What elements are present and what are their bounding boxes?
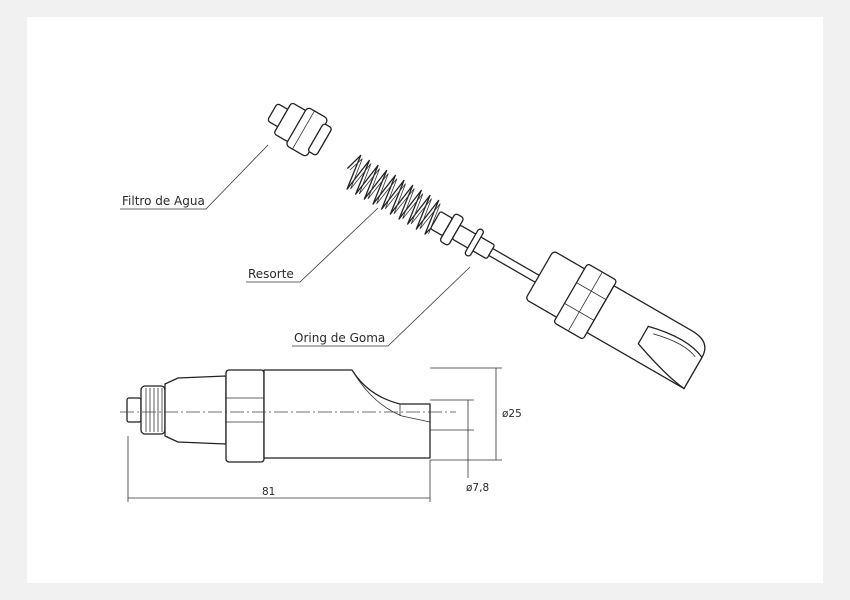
- label-oring-de-goma: Oring de Goma: [294, 331, 385, 345]
- spring-part: [346, 154, 441, 235]
- knurling: [145, 388, 163, 432]
- water-filter-part: [267, 102, 332, 157]
- spring-leader: [246, 207, 379, 283]
- label-resorte: Resorte: [248, 267, 294, 281]
- dim-length: 81: [262, 486, 275, 498]
- assembled-side-view: 81 ø25 ø7,8: [120, 367, 522, 502]
- knurled-ring: [140, 385, 166, 435]
- leader-lines: [120, 144, 471, 347]
- main-body: [263, 369, 431, 459]
- filter-leader: [120, 144, 269, 210]
- nozzle-body-exploded: [526, 251, 706, 390]
- valve-stem-part: [430, 211, 546, 287]
- label-filtro-de-agua: Filtro de Agua: [122, 194, 205, 208]
- hex-nut: [225, 369, 265, 463]
- dim-inner-diameter: ø7,8: [466, 482, 489, 494]
- oring-ring: [464, 228, 484, 257]
- dim-outer-diameter: ø25: [502, 408, 522, 420]
- exploded-view: Filtro de Agua Resorte Oring de Goma: [120, 102, 706, 390]
- drawing-sheet: [27, 17, 823, 583]
- oring-leader: [292, 266, 471, 347]
